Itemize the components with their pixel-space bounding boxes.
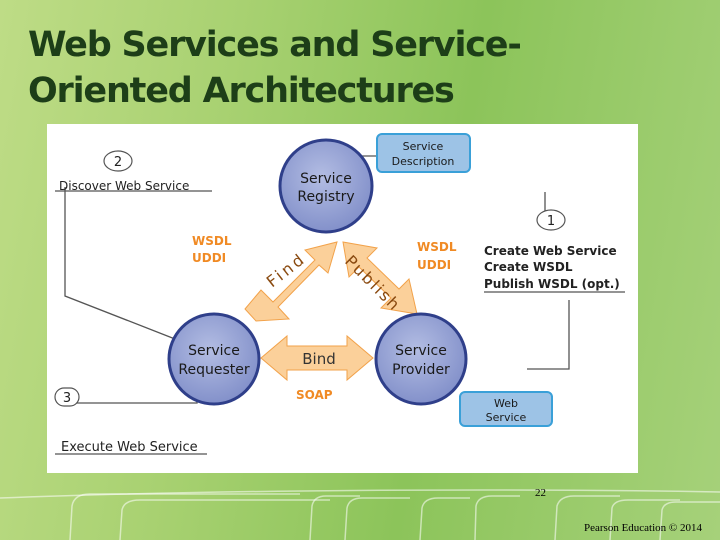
web-service-line-1: Web: [494, 397, 518, 410]
step-1-number: 1: [547, 214, 555, 229]
step-3: 3 Execute Web Service: [54, 387, 207, 455]
right-uddi-label: UDDI: [417, 258, 451, 272]
slide-title: Web Services and Service- Oriented Archi…: [28, 22, 628, 114]
soa-diagram-canvas: Find Publish Bind Service Registry Servi…: [54, 133, 625, 455]
provider-label-line-2: Provider: [392, 362, 450, 378]
soa-diagram: Find Publish Bind Service Registry Servi…: [47, 124, 638, 473]
step-1-line-1: Create Web Service: [484, 244, 617, 258]
left-uddi-label: UDDI: [192, 251, 226, 265]
service-description-box: Service Description: [376, 133, 471, 173]
service-requester-node: Service Requester: [167, 312, 261, 406]
description-line-2: Description: [392, 155, 455, 168]
protocol-labels: WSDL UDDI WSDL UDDI SOAP: [192, 234, 457, 402]
soap-label: SOAP: [296, 388, 333, 402]
step-2-number: 2: [114, 155, 122, 170]
step-1-badge: [536, 209, 566, 231]
step-3-number: 3: [63, 391, 71, 406]
left-wsdl-label: WSDL: [192, 234, 232, 248]
step-3-badge: [54, 387, 80, 407]
step2-connector: [64, 187, 176, 340]
description-line-1: Service: [403, 140, 444, 153]
bind-label: Bind: [302, 350, 336, 368]
publish-label: Publish: [341, 251, 405, 315]
step-2-badge: [103, 150, 133, 172]
step-2: 2 Discover Web Service: [55, 150, 212, 193]
publish-arrow: Publish: [341, 241, 418, 315]
page-number: 22: [535, 487, 546, 499]
right-wsdl-label: WSDL: [417, 240, 457, 254]
title-line-1: Web Services and Service-: [28, 25, 522, 65]
provider-label-line-1: Service: [395, 343, 447, 359]
registry-label-line-1: Service: [300, 171, 352, 187]
step1-bottom-connector: [527, 300, 570, 370]
step-1-line-3: Publish WSDL (opt.): [484, 277, 620, 291]
step-1-line-2: Create WSDL: [484, 260, 573, 274]
step-1: 1 Create Web Service Create WSDL Publish…: [484, 209, 625, 293]
web-service-box: Web Service: [459, 391, 553, 427]
requester-label-line-1: Service: [188, 343, 240, 359]
find-label: Find: [263, 249, 310, 292]
step-3-label: Execute Web Service: [61, 440, 198, 455]
copyright-notice: Pearson Education © 2014: [584, 522, 703, 534]
requester-label-line-2: Requester: [178, 362, 249, 378]
title-line-2: Oriented Architectures: [28, 71, 455, 111]
registry-label-line-2: Registry: [297, 189, 354, 205]
service-registry-node: Service Registry: [278, 138, 374, 234]
find-arrow: Find: [244, 241, 338, 322]
web-service-line-2: Service: [486, 411, 527, 424]
step-2-label: Discover Web Service: [59, 179, 189, 193]
bind-arrow: Bind: [260, 334, 374, 382]
service-provider-node: Service Provider: [374, 312, 468, 406]
